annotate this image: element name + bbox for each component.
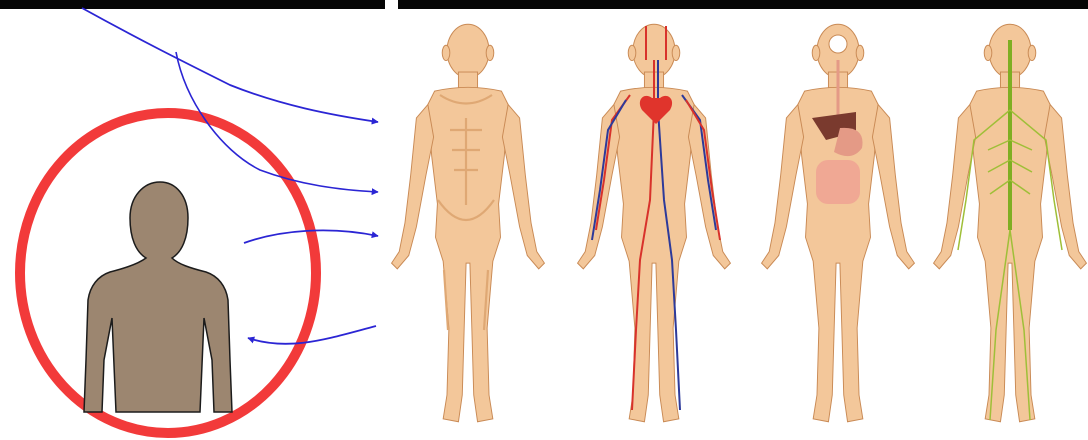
muscular-system-figure bbox=[392, 24, 545, 422]
circulatory-system-figure bbox=[578, 24, 731, 422]
person-silhouette-icon bbox=[84, 182, 232, 412]
intestine-icon bbox=[816, 160, 860, 204]
brain-icon bbox=[829, 35, 847, 53]
nervous-system-figure bbox=[934, 24, 1087, 422]
arrow-to-muscular-figure bbox=[82, 8, 378, 122]
digestive-system-figure bbox=[762, 24, 915, 422]
